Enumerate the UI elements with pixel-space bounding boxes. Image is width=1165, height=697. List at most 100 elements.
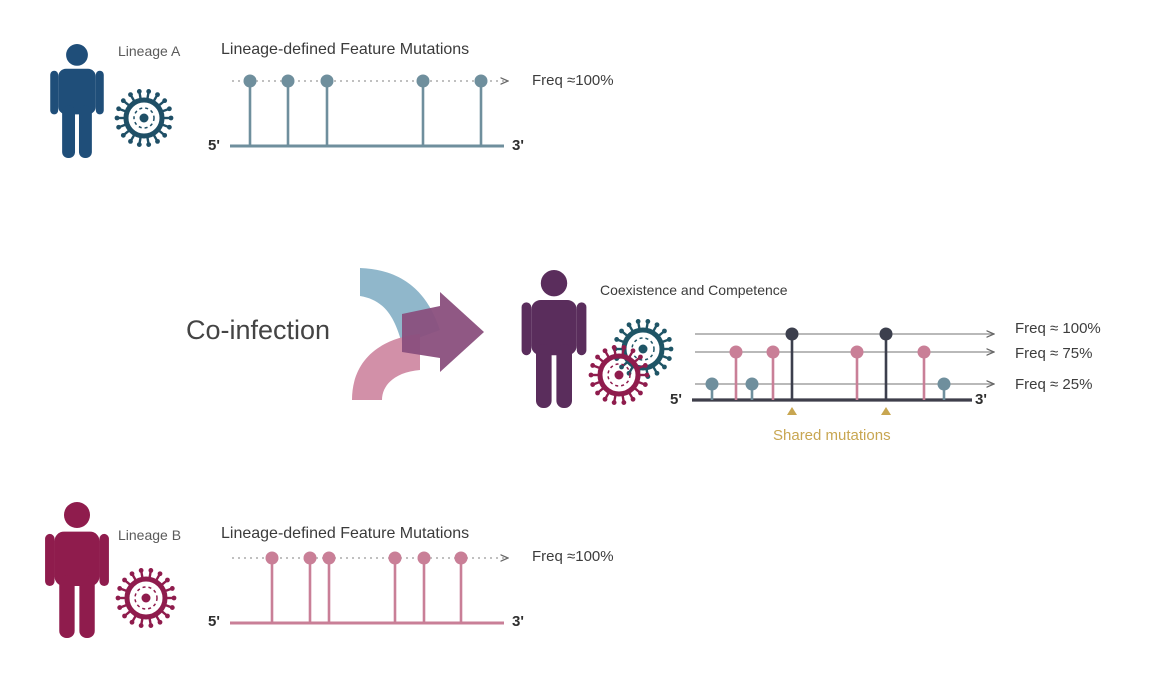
freq-label-100: Freq ≈ 100% [1015,320,1101,337]
virus-spike-tip [621,345,627,350]
lineage-b-title: Lineage-defined Feature Mutations [221,525,470,542]
virus-spike-tip [611,345,617,350]
lineage-a-freq-label: Freq ≈100% [532,72,614,89]
virus-spike-tip [626,322,632,328]
virus-spike-tip [120,98,126,104]
virus-spike-tip [611,400,617,405]
shared-mutation-pointer [787,407,797,415]
virus-envelope [124,576,168,620]
person-leg [62,105,76,158]
virus-spike-tip [642,382,648,387]
virus-spike-tip [162,98,168,104]
virus-icon [115,568,177,628]
virus-capsid [133,107,155,129]
mutation-marker-head [766,345,780,359]
virus-spike-tip [136,142,142,147]
virus-capsid [631,337,655,361]
virus-spike-tip [638,354,643,360]
person-arm [99,533,109,586]
virus-spike-tip [129,571,135,577]
virus-spike-tip [146,142,152,147]
virus-spike-tip [645,319,651,324]
virus-spike-tip [138,623,144,628]
person-torso [58,68,96,115]
shared-mutation-marker-head [879,327,893,341]
virus-spike-tip [171,595,177,601]
virus-envelope [597,353,641,397]
mutation-marker-head [729,345,743,359]
virus-spike-tip [662,364,667,370]
mutation-marker-head [454,551,468,565]
virus-icon [588,345,650,405]
lineage-a-3prime: 3' [512,137,524,154]
virus-spike-tip [621,400,627,405]
mutation-marker-head [937,377,951,391]
virus-spike-tip [116,106,122,112]
virus-spike-tip [666,356,672,361]
virus-spike-tip [116,124,122,130]
virus-spike-tip [148,568,154,573]
person-torso [54,531,100,586]
virus-spike-tip [120,132,126,138]
mutation-marker-head [265,551,279,565]
virus-spike-tip [128,92,133,98]
virus-spike-tip [638,390,643,396]
virus-spike-tip [602,348,608,354]
virus-spike-tip [166,124,172,130]
virus-spike-tip [122,613,127,619]
mutation-marker-head [850,345,864,359]
coinfection-3prime: 3' [975,391,987,408]
coexistence-title: Coexistence and Competence [600,282,788,298]
virus-spike-tip [654,322,660,328]
virus-icon [114,89,174,147]
virus-spike-tip [588,372,594,378]
person-leg [59,575,75,638]
mutation-marker-head [416,74,430,88]
person-arm [521,302,532,356]
mutation-marker-head [705,377,719,391]
shared-mutations-label: Shared mutations [773,427,891,444]
person-icon [50,44,104,158]
virus-capsid [607,363,631,387]
virus-spike-tip [136,89,142,94]
virus-core [638,344,648,354]
virus-spike-tip [666,337,672,342]
shared-mutation-pointer [881,407,891,415]
virus-envelope [123,97,165,139]
person-leg [78,105,92,158]
mutation-marker-head [322,551,336,565]
virus-spike-tip [138,568,144,573]
person-head [540,270,568,297]
virus-spike-tip [162,132,168,138]
mutation-marker-head [417,551,431,565]
mutation-marker-head [917,345,931,359]
virus-spike-tip [122,577,127,583]
virus-spike-tip [168,115,174,121]
freq-label-25: Freq ≈ 25% [1015,376,1093,393]
virus-core [141,593,151,603]
person-torso [531,300,577,356]
virus-spike-tip [630,348,636,354]
person-icon [45,501,109,638]
lineage-b-5prime: 5' [208,613,220,630]
mutation-marker-head [281,74,295,88]
virus-spike-tip [148,623,154,628]
virus-core [139,113,149,123]
virus-spike-tip [128,138,133,144]
person-leg [536,344,552,408]
mutation-track-lineage-a [230,74,508,148]
virus-spike-tip [157,571,163,577]
virus-spike-tip [146,89,152,94]
person-arm [95,70,104,115]
mutation-track-coinfection [692,327,994,415]
merge-arrow-icon [352,268,484,400]
mutation-marker-head [474,74,488,88]
virus-core [614,370,624,380]
virus-spike-tip [115,595,121,601]
virus-spike-tip [590,382,596,387]
virus-spike-tip [590,363,596,368]
coinfection-label: Co-infection [186,315,331,345]
virus-spike-tip [169,586,175,591]
